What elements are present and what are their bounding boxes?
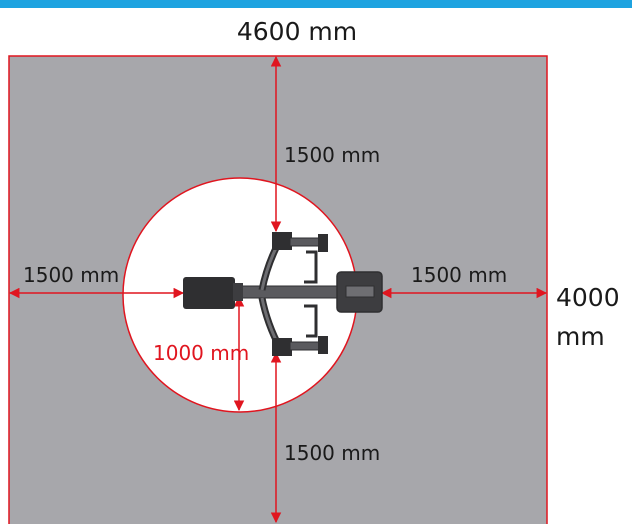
- right-clearance-label: 1500 mm: [411, 263, 507, 287]
- radius-label: 1000 mm: [153, 341, 249, 365]
- top-width-label: 4600 mm: [237, 17, 357, 46]
- top-bar: [0, 0, 632, 8]
- left-clearance-label: 1500 mm: [23, 263, 119, 287]
- right-height-label-line2: mm: [556, 322, 605, 351]
- machine-upper-wheel: [272, 232, 292, 250]
- machine-top-view: [183, 232, 383, 356]
- machine-lower-wheel: [272, 338, 292, 356]
- bottom-clearance-label: 1500 mm: [284, 441, 380, 465]
- right-height-label-line1: 4000: [556, 283, 620, 312]
- machine-counterweight: [183, 277, 235, 309]
- top-clearance-label: 1500 mm: [284, 143, 380, 167]
